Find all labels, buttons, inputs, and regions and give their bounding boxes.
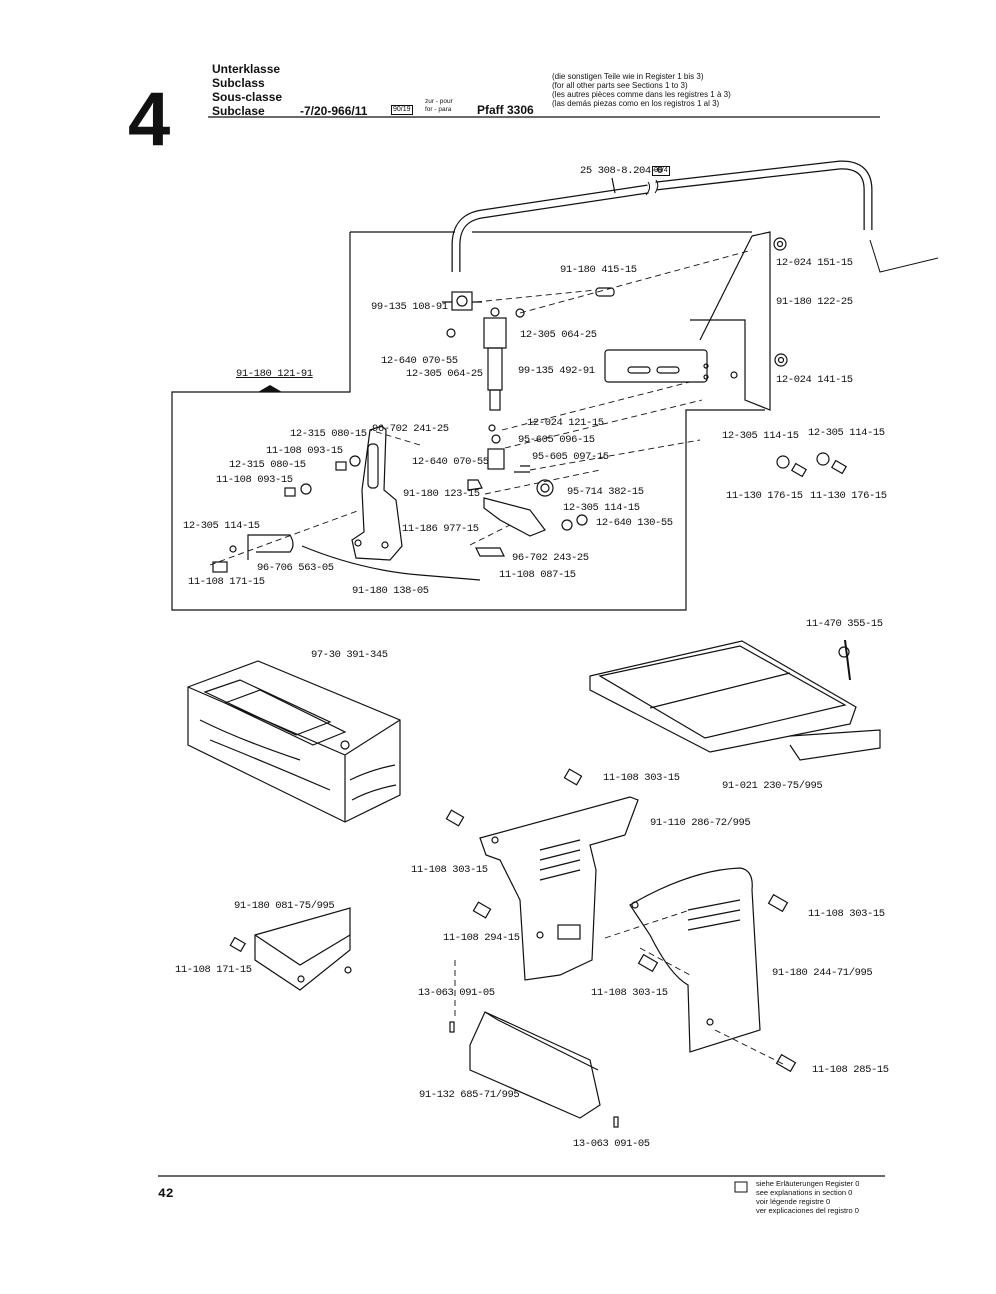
part-label: 96-702 243-25 (512, 552, 589, 564)
part-label: 13-063 091-05 (418, 987, 495, 999)
class-label-en: Subclass (212, 76, 265, 90)
legend-es: ver explicaciones del registro 0 (756, 1206, 859, 1215)
mounting-plate (690, 231, 771, 411)
part-label: 12-024 141-15 (776, 374, 853, 386)
part-label: 91-180 121-91 (236, 368, 313, 380)
class-ref-box: 90/19 (391, 105, 413, 115)
part-label: 13-063 091-05 (573, 1138, 650, 1150)
bottom-guard (469, 1011, 601, 1119)
group-frame (171, 232, 765, 611)
part-label: 11-108 303-15 (411, 864, 488, 876)
class-label-fr: Sous-classe (212, 90, 283, 104)
part-label: 91-132 685-71/995 (419, 1089, 520, 1101)
part-label: 11-108 087-15 (499, 569, 576, 581)
section-number: 4 (128, 77, 171, 162)
part-label: 95-714 382-15 (567, 486, 644, 498)
note-es: (las demás piezas como en los registros … (552, 99, 720, 108)
part-label: 11-108 093-15 (266, 445, 343, 457)
zur-pour-label: zur - pour (425, 98, 453, 105)
part-ref-box: 96/4 (652, 166, 670, 176)
legend-de: siehe Erläuterungen Register 0 (756, 1179, 860, 1188)
part-label: 25 308-8.204-0 (580, 165, 663, 177)
bracket (351, 425, 403, 561)
marker-triangle (258, 385, 282, 392)
part-label: 11-108 303-15 (808, 908, 885, 920)
part-label: 12-315 080-15 (290, 428, 367, 440)
part-label: 91-021 230-75/995 (722, 780, 823, 792)
part-label: 91-180 138-05 (352, 585, 429, 597)
part-label: 11-130 176-15 (726, 490, 803, 502)
part-label: 12-305 114-15 (722, 430, 799, 442)
part-label: 11-108 285-15 (812, 1064, 889, 1076)
part-label: 96-702 241-25 (372, 423, 449, 435)
note-en: (for all other parts see Sections 1 to 3… (552, 81, 688, 90)
legend-en: see explanations in section 0 (756, 1188, 853, 1197)
part-label: 11-108 303-15 (603, 772, 680, 784)
part-label: 12-640 130-55 (596, 517, 673, 529)
class-code: -7/20-966/11 (300, 104, 368, 118)
part-label: 91-180 415-15 (560, 264, 637, 276)
part-label: 11-130 176-15 (810, 490, 887, 502)
part-label: 12-305 114-15 (563, 502, 640, 514)
part-label: 11-108 171-15 (175, 964, 252, 976)
page-number: 42 (158, 1186, 174, 1201)
part-label: 11-108 171-15 (188, 576, 265, 588)
class-label-es: Subclase (212, 104, 265, 118)
note-de: (die sonstigen Teile wie in Register 1 b… (552, 72, 704, 81)
part-label: 11-108 303-15 (591, 987, 668, 999)
part-label: 91-180 123-15 (403, 488, 480, 500)
tray (589, 640, 857, 753)
part-label: 12-305 064-25 (406, 368, 483, 380)
part-label: 96-706 563-05 (257, 562, 334, 574)
part-label: 91-180 122-25 (776, 296, 853, 308)
part-label: 97-30 391-345 (311, 649, 388, 661)
part-label: 95-605 097-15 (532, 451, 609, 463)
part-label: 12-024 151-15 (776, 257, 853, 269)
part-label: 91-180 244-71/995 (772, 967, 873, 979)
part-label: 11-108 093-15 (216, 474, 293, 486)
part-label: 12-315 080-15 (229, 459, 306, 471)
machine-model: Pfaff 3306 (477, 103, 534, 117)
part-label: 11-470 355-15 (806, 618, 883, 630)
wood-block (187, 660, 401, 823)
cover-plate (479, 796, 639, 981)
angle-bracket (254, 907, 351, 991)
part-label: 12-305 064-25 (520, 329, 597, 341)
part-label: 91-110 286-72/995 (650, 817, 751, 829)
legend-fr: voir légende registre 0 (756, 1197, 831, 1206)
part-label: 12-024 121-15 (527, 417, 604, 429)
legend-box (734, 1181, 748, 1193)
part-label: 91-180 081-75/995 (234, 900, 335, 912)
part-label: 11-186 977-15 (402, 523, 479, 535)
part-label: 99-135 108-91 (371, 301, 448, 313)
part-label: 11-108 294-15 (443, 932, 520, 944)
cable-tube-inner (452, 161, 872, 272)
class-label-de: Unterklasse (212, 62, 281, 76)
part-label: 99-135 492-91 (518, 365, 595, 377)
side-cover (629, 867, 761, 1053)
part-label: 12-305 114-15 (183, 520, 260, 532)
note-fr: (les autres pièces comme dans les regist… (552, 90, 731, 99)
part-label: 12-305 114-15 (808, 427, 885, 439)
cable-tube (451, 160, 873, 272)
part-label: 12-640 070-55 (381, 355, 458, 367)
part-label: 95-605 096-15 (518, 434, 595, 446)
for-para-label: for - para (425, 106, 452, 113)
part-label: 12-640 070-55 (412, 456, 489, 468)
